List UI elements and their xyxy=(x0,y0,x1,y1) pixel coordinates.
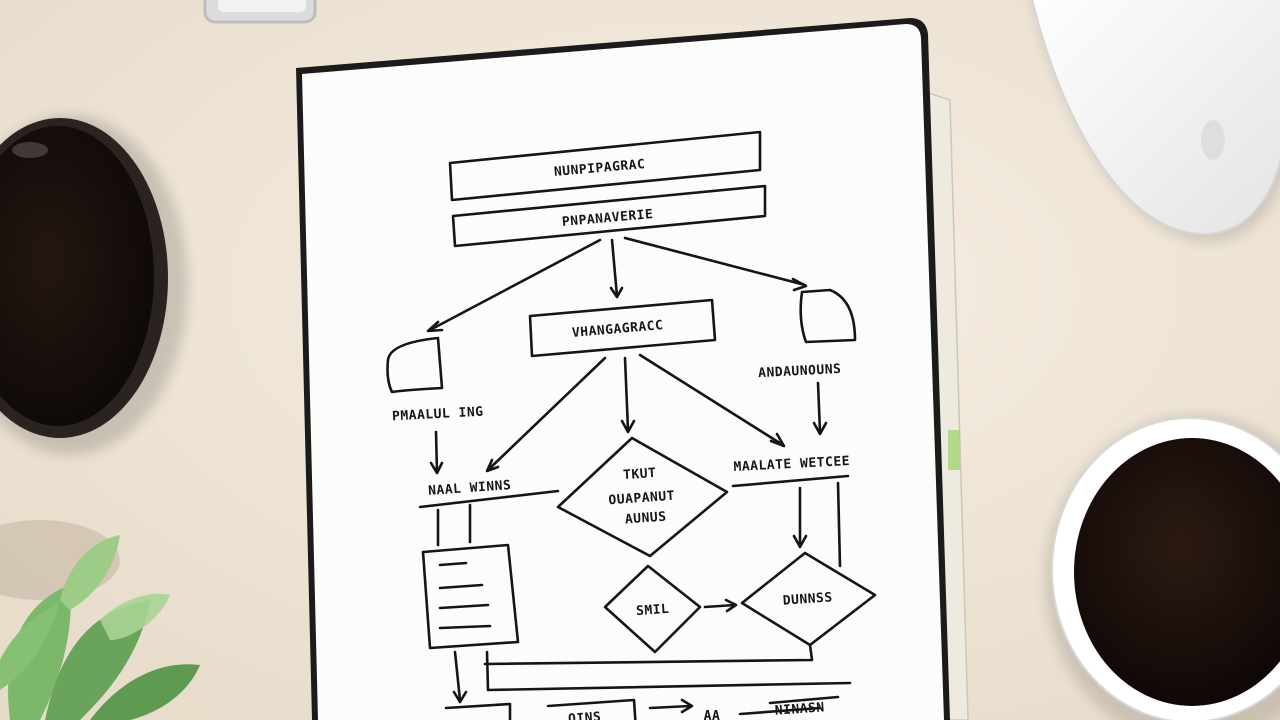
decision-right-label: DUNNSS xyxy=(782,590,833,608)
coffee-cup-left xyxy=(0,115,188,455)
decision-main-line3: AUNUS xyxy=(624,510,667,528)
device-corner xyxy=(203,0,317,24)
decision-main-line2: OUAPANUT xyxy=(608,489,676,509)
decision-main-line1: TKUT xyxy=(623,466,657,483)
coffee-mug-right xyxy=(1045,415,1280,720)
bottom-caption-small: AA xyxy=(704,709,721,720)
right-caption: ANDAUNOUNS xyxy=(758,362,842,381)
left-caption: PMAALUL ING xyxy=(392,405,484,425)
left-branch-label: NAAL WINNS xyxy=(428,478,512,499)
right-branch-label: MAALATE WETCEE xyxy=(733,454,850,475)
flowchart xyxy=(386,130,877,720)
bottom-box-left-label: OINS xyxy=(568,710,602,720)
bottom-caption: NINASN xyxy=(774,700,825,718)
succulent-plant xyxy=(0,520,200,720)
computer-mouse xyxy=(1031,0,1280,243)
decision-small-label: SMIL xyxy=(636,602,670,619)
